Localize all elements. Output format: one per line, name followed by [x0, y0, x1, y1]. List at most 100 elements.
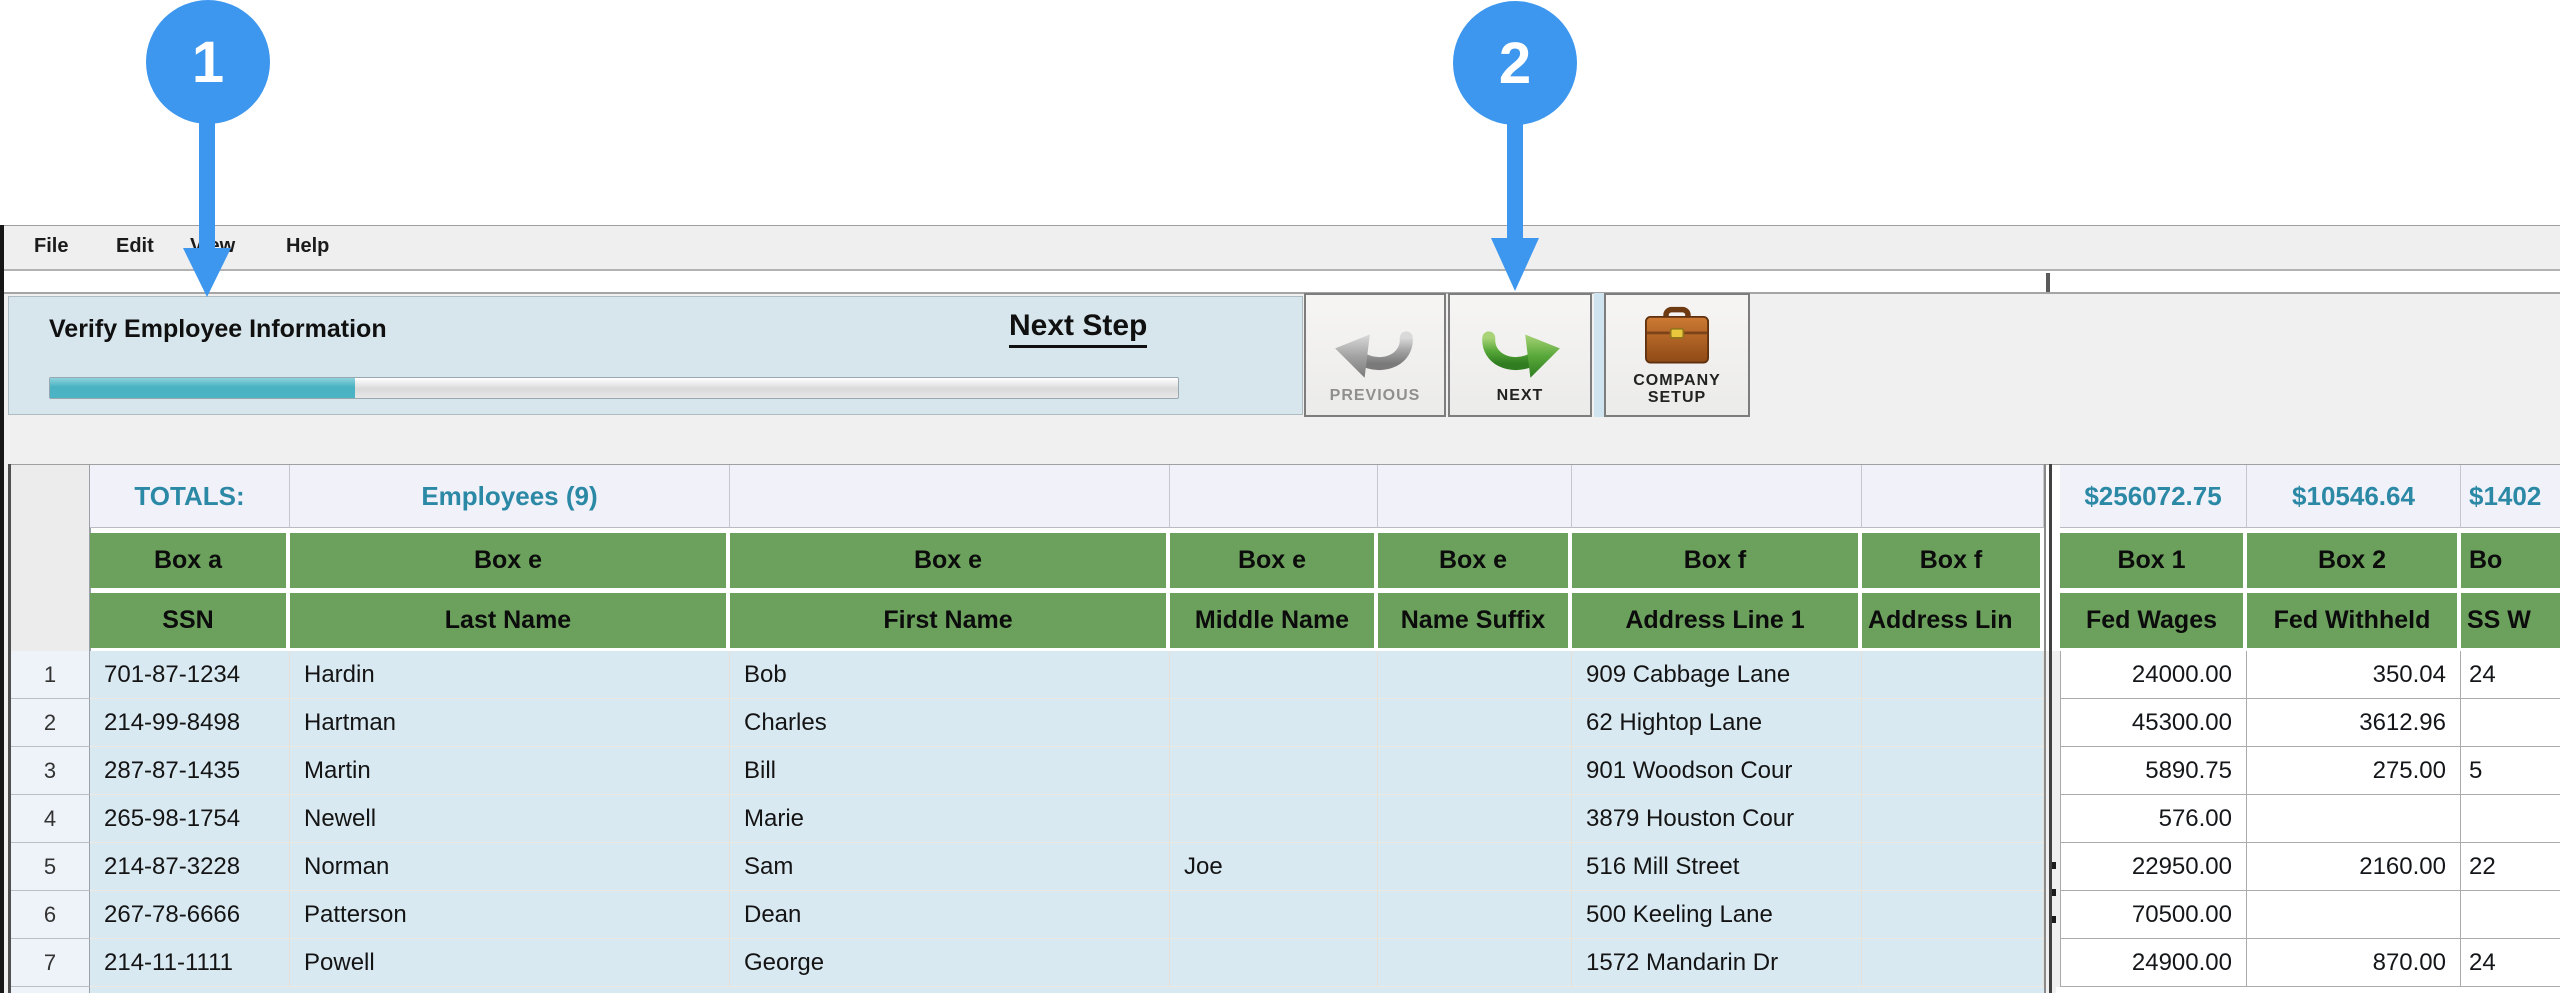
grid-cell-first-name[interactable]: Bill: [730, 747, 1170, 795]
grid-cell-fed-withheld[interactable]: [2247, 891, 2461, 939]
grid-cell-address-line-2[interactable]: [1862, 699, 2044, 747]
grid-cell-address-line-1[interactable]: 516 Mill Street: [1572, 843, 1862, 891]
row-number[interactable]: 2: [11, 699, 91, 747]
grid-cell-ssn[interactable]: 287-87-1435: [90, 747, 290, 795]
grid-cell-last-name[interactable]: Martin: [290, 747, 730, 795]
grid-cell-address-line-1[interactable]: 500 Keeling Lane: [1572, 891, 1862, 939]
grid-cell-fed-wages[interactable]: 22950.00: [2060, 843, 2247, 891]
grid-cell-last-name[interactable]: Newell: [290, 795, 730, 843]
totals-cell-last-name: Employees (9): [290, 465, 730, 528]
grid-cell-middle-name[interactable]: [1170, 699, 1378, 747]
grid-cell-middle-name[interactable]: [1170, 795, 1378, 843]
grid-cell-address-line-1[interactable]: 3879 Houston Cour: [1572, 795, 1862, 843]
grid-cell-ssn[interactable]: 214-11-1111: [90, 939, 290, 987]
grid-cell-middle-name[interactable]: [1170, 891, 1378, 939]
grid-cell-fed-wages[interactable]: 5890.75: [2060, 747, 2247, 795]
grid-cell-fed-wages[interactable]: 45300.00: [2060, 699, 2247, 747]
row-number[interactable]: 1: [11, 651, 91, 699]
grid-cell-fed-withheld[interactable]: 870.00: [2247, 939, 2461, 987]
grid-cell-first-name[interactable]: Charles: [730, 699, 1170, 747]
grid-cell-middle-name[interactable]: [1170, 651, 1378, 699]
grid-cell-address-line-2[interactable]: [1862, 891, 2044, 939]
window-left-border: [0, 225, 4, 993]
row-number[interactable]: 6: [11, 891, 91, 939]
next-button-label: NEXT: [1496, 387, 1544, 404]
grid-cell-middle-name[interactable]: Joe: [1170, 843, 1378, 891]
grid-cell-address-line-1[interactable]: 62 Hightop Lane: [1572, 699, 1862, 747]
grid-cell-name-suffix[interactable]: [1378, 891, 1572, 939]
grid-cell-fed-wages[interactable]: 70500.00: [2060, 891, 2247, 939]
grid-cell-first-name[interactable]: George: [730, 939, 1170, 987]
grid-cell-first-name[interactable]: Marie: [730, 795, 1170, 843]
grid-cell-address-line-2[interactable]: [1862, 795, 2044, 843]
grid-cell-address-line-2[interactable]: [1862, 939, 2044, 987]
grid-cell-fed-wages[interactable]: 24000.00: [2060, 651, 2247, 699]
grid-cell-fed-withheld[interactable]: [2247, 795, 2461, 843]
menu-item-file[interactable]: File: [34, 235, 69, 257]
previous-button[interactable]: PREVIOUS: [1304, 293, 1446, 417]
next-button[interactable]: NEXT: [1448, 293, 1592, 417]
grid-cell-fed-withheld[interactable]: 275.00: [2247, 747, 2461, 795]
grid-cell-ss-wages[interactable]: 5: [2461, 747, 2560, 795]
grid-cell-ssn[interactable]: 214-99-8498: [90, 699, 290, 747]
box-header-last-name: Box e: [290, 533, 726, 588]
grid-cell-ssn[interactable]: 701-87-1234: [90, 651, 290, 699]
grid-cell-address-line-1[interactable]: 901 Woodson Cour: [1572, 747, 1862, 795]
grid-cell-ss-wages[interactable]: [2461, 795, 2560, 843]
grid-cell-fed-withheld[interactable]: 350.04: [2247, 651, 2461, 699]
row-number[interactable]: 3: [11, 747, 91, 795]
grid-cell-first-name[interactable]: Bob: [730, 651, 1170, 699]
grid-cell-address-line-2[interactable]: [1862, 843, 2044, 891]
grid-cell-name-suffix[interactable]: [1378, 795, 1572, 843]
step-panel: Verify Employee Information Next Step: [8, 296, 1303, 415]
previous-button-label: PREVIOUS: [1329, 387, 1421, 404]
totals-cell-ss-wages: $1402: [2461, 465, 2560, 528]
grid-cell-last-name[interactable]: Hardin: [290, 651, 730, 699]
grid-cell-name-suffix[interactable]: [1378, 651, 1572, 699]
menu-item-edit[interactable]: Edit: [116, 235, 154, 257]
totals-cell-ssn: TOTALS:: [90, 465, 290, 528]
grid-splitter[interactable]: [2049, 464, 2052, 993]
totals-cell-fed-withheld: $10546.64: [2247, 465, 2461, 528]
grid-cell-ssn[interactable]: 265-98-1754: [90, 795, 290, 843]
column-header-fed-wages: Fed Wages: [2060, 593, 2243, 648]
row-number[interactable]: 7: [11, 939, 91, 987]
row-number[interactable]: 5: [11, 843, 91, 891]
grid-cell-fed-wages[interactable]: 24900.00: [2060, 939, 2247, 987]
company-setup-label: COMPANY SETUP: [1633, 371, 1721, 407]
grid-cell-ss-wages[interactable]: 22: [2461, 843, 2560, 891]
grid-cell-first-name[interactable]: Dean: [730, 891, 1170, 939]
grid-cell-ss-wages[interactable]: [2461, 891, 2560, 939]
grid-cell-name-suffix[interactable]: [1378, 843, 1572, 891]
grid-cell-middle-name[interactable]: [1170, 747, 1378, 795]
grid-cell-fed-withheld[interactable]: 3612.96: [2247, 699, 2461, 747]
grid-cell-ss-wages[interactable]: 24: [2461, 651, 2560, 699]
grid-cell-ssn[interactable]: 214-87-3228: [90, 843, 290, 891]
grid-cell-first-name[interactable]: Sam: [730, 843, 1170, 891]
grid-cell-last-name[interactable]: Norman: [290, 843, 730, 891]
grid-splitter-line: [2044, 464, 2046, 993]
grid-cell-last-name[interactable]: Hartman: [290, 699, 730, 747]
grid-cell-fed-withheld[interactable]: 2160.00: [2247, 843, 2461, 891]
grid-cell-name-suffix[interactable]: [1378, 699, 1572, 747]
grid-cell-fed-wages[interactable]: 576.00: [2060, 795, 2247, 843]
grid-cell-ss-wages[interactable]: 24: [2461, 939, 2560, 987]
row-number[interactable]: 4: [11, 795, 91, 843]
grid-cell-address-line-2[interactable]: [1862, 651, 2044, 699]
grid-cell-last-name[interactable]: Powell: [290, 939, 730, 987]
grid-cell-ss-wages[interactable]: [2461, 699, 2560, 747]
menu-item-help[interactable]: Help: [286, 235, 330, 257]
briefcase-icon: [1645, 306, 1709, 364]
company-setup-button[interactable]: COMPANY SETUP: [1604, 293, 1750, 417]
grid-cell-ssn[interactable]: 267-78-6666: [90, 891, 290, 939]
grid-cell-name-suffix[interactable]: [1378, 939, 1572, 987]
grid-cell-address-line-2[interactable]: [1862, 747, 2044, 795]
grid-cell-name-suffix[interactable]: [1378, 747, 1572, 795]
box-header-fed-wages: Box 1: [2060, 533, 2243, 588]
grid-cell-address-line-1[interactable]: 909 Cabbage Lane: [1572, 651, 1862, 699]
grid-cell-middle-name[interactable]: [1170, 939, 1378, 987]
grid-cell-address-line-1[interactable]: 1572 Mandarin Dr: [1572, 939, 1862, 987]
grid-cell-last-name[interactable]: Patterson: [290, 891, 730, 939]
column-header-name-suffix: Name Suffix: [1378, 593, 1568, 648]
